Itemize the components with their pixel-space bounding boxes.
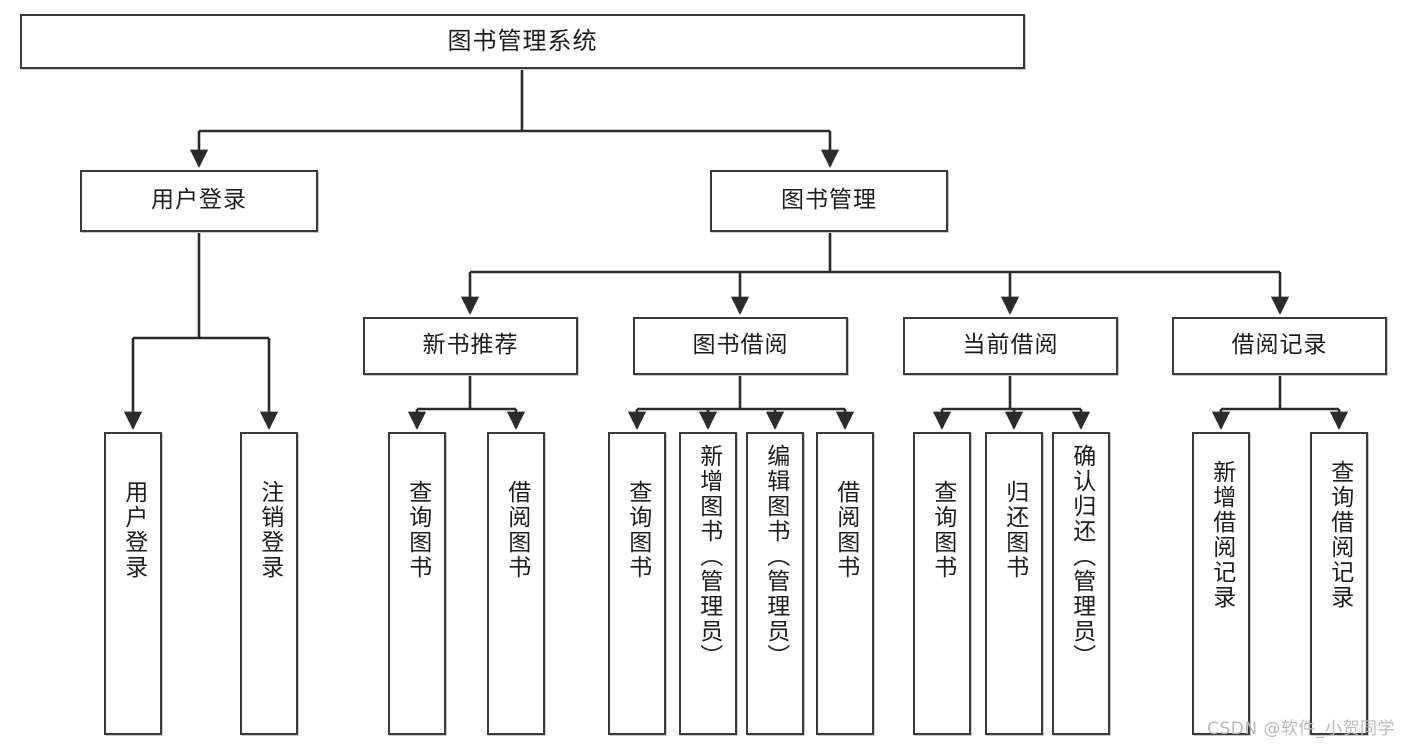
node-user-login[interactable]: 用户登录: [80, 170, 318, 232]
node-new-book-recommend-label: 新书推荐: [422, 332, 519, 359]
node-leaf-query-book-2[interactable]: 查询图书: [608, 432, 666, 735]
node-leaf-borrow-book-1[interactable]: 借阅图书: [487, 432, 545, 735]
node-leaf-add-borrow-record[interactable]: 新增借阅记录: [1192, 432, 1250, 735]
node-book-borrow[interactable]: 图书借阅: [633, 317, 848, 375]
node-leaf-logout-login-label: 注销登录: [256, 480, 283, 580]
node-leaf-user-login[interactable]: 用户登录: [104, 432, 162, 735]
node-borrow-record-label: 借阅记录: [1231, 332, 1328, 359]
node-leaf-return-book[interactable]: 归还图书: [985, 432, 1043, 735]
node-leaf-query-book-1[interactable]: 查询图书: [388, 432, 446, 735]
node-leaf-confirm-return-admin[interactable]: 确认归还（管理员）: [1052, 432, 1110, 735]
node-leaf-logout-login[interactable]: 注销登录: [240, 432, 298, 735]
node-leaf-add-borrow-record-label: 新增借阅记录: [1208, 460, 1235, 610]
node-root[interactable]: 图书管理系统: [20, 14, 1025, 69]
node-leaf-query-book-3[interactable]: 查询图书: [913, 432, 971, 735]
node-leaf-edit-book-admin[interactable]: 编辑图书（管理员）: [746, 432, 804, 735]
node-leaf-edit-book-admin-label: 编辑图书（管理员）: [762, 444, 789, 669]
node-leaf-query-book-2-label: 查询图书: [624, 480, 651, 580]
node-book-manage-label: 图书管理: [781, 187, 877, 214]
node-leaf-query-borrow-record[interactable]: 查询借阅记录: [1310, 432, 1368, 735]
node-leaf-query-book-3-label: 查询图书: [929, 480, 956, 580]
node-leaf-confirm-return-admin-label: 确认归还（管理员）: [1068, 444, 1095, 669]
node-leaf-query-book-1-label: 查询图书: [404, 480, 431, 580]
node-leaf-borrow-book-1-label: 借阅图书: [503, 480, 530, 580]
node-leaf-user-login-label: 用户登录: [120, 480, 147, 580]
node-leaf-query-borrow-record-label: 查询借阅记录: [1326, 460, 1353, 610]
node-leaf-borrow-book-2[interactable]: 借阅图书: [816, 432, 874, 735]
node-leaf-add-book-admin[interactable]: 新增图书（管理员）: [679, 432, 737, 735]
node-leaf-borrow-book-2-label: 借阅图书: [832, 480, 859, 580]
node-new-book-recommend[interactable]: 新书推荐: [363, 317, 578, 375]
csdn-watermark: CSDN @软件_小贺同学: [1207, 719, 1395, 739]
node-leaf-add-book-admin-label: 新增图书（管理员）: [695, 444, 722, 669]
node-user-login-label: 用户登录: [151, 187, 247, 214]
node-book-manage[interactable]: 图书管理: [710, 170, 948, 232]
node-current-borrow-label: 当前借阅: [962, 332, 1059, 359]
node-book-borrow-label: 图书借阅: [692, 332, 789, 359]
node-root-label: 图书管理系统: [447, 27, 598, 56]
node-borrow-record[interactable]: 借阅记录: [1172, 317, 1387, 375]
node-current-borrow[interactable]: 当前借阅: [903, 317, 1118, 375]
node-leaf-return-book-label: 归还图书: [1001, 480, 1028, 580]
